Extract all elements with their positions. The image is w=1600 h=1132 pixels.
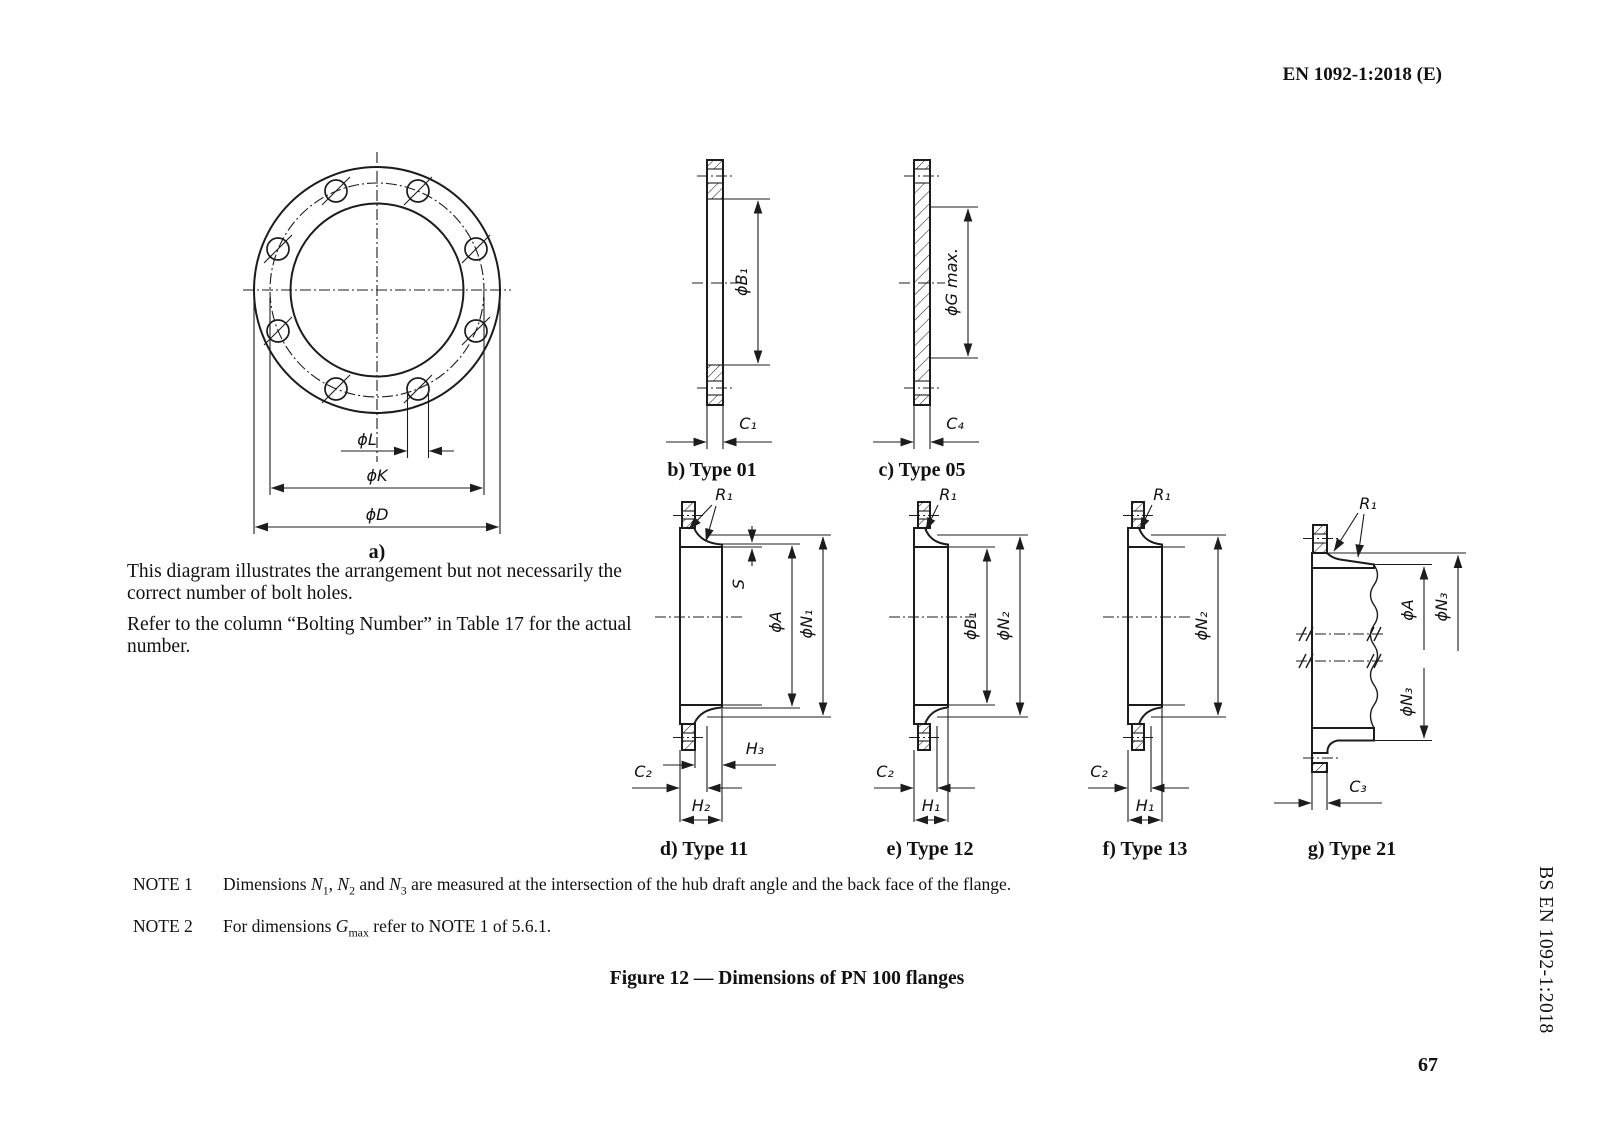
caption-type-05: c) Type 05 xyxy=(878,459,966,481)
dim-label-R1: R₁ xyxy=(1359,494,1377,513)
dim-label-C2: C₂ xyxy=(634,762,652,781)
type13-hub-top xyxy=(1127,527,1163,548)
type21-hub-top xyxy=(1311,552,1375,569)
dim-label-K: ϕK xyxy=(366,466,389,485)
dim-label-S: S xyxy=(729,579,748,589)
flange-outer-circle xyxy=(253,166,501,414)
dim-label-C2: C₂ xyxy=(1090,762,1108,781)
front-view-drawing: ϕL ϕK ϕD xyxy=(243,152,511,534)
dim-label-B1: ϕB₁ xyxy=(961,612,980,640)
dim-label-R1: R₁ xyxy=(939,485,957,504)
dim-label-H2: H₂ xyxy=(692,796,711,815)
bolt-holes xyxy=(263,176,491,404)
dim-label-N1: ϕN₁ xyxy=(797,610,816,639)
dim-label-L: ϕL xyxy=(357,430,376,449)
description-paragraph-1: This diagram illustrates the arrangement… xyxy=(127,561,622,604)
type-21-drawing: R₁ ϕA ϕN₃ ϕN₃ C₃ xyxy=(1274,494,1466,810)
note-1-text: Dimensions N1, N2 and N3 are measured at… xyxy=(223,874,1012,898)
dim-label-N3-bottom: ϕN₃ xyxy=(1397,688,1416,717)
dim-label-D: ϕD xyxy=(366,505,389,524)
type11-hub-top xyxy=(679,527,723,548)
dim-label-G: ϕG max. xyxy=(942,248,961,316)
type21-neck-bottom xyxy=(1311,727,1375,754)
front-view-description: This diagram illustrates the arrangement… xyxy=(127,561,639,667)
dim-label-N2: ϕN₂ xyxy=(994,611,1013,641)
side-standard-label: BS EN 1092-1:2018 xyxy=(1535,866,1556,1034)
caption-type-21: g) Type 21 xyxy=(1307,838,1397,860)
dim-label-H3: H₃ xyxy=(746,739,764,758)
note-1: NOTE 1 Dimensions N1, N2 and N3 are measu… xyxy=(133,874,1011,899)
dim-label-B1: ϕB₁ xyxy=(732,268,751,296)
note-2-text: For dimensions Gmax refer to NOTE 1 of 5… xyxy=(223,916,552,940)
caption-front-view: a) xyxy=(368,541,386,563)
dim-label-C1: C₁ xyxy=(739,414,757,433)
note-2-label: NOTE 2 xyxy=(133,916,193,936)
dim-label-N3-top: ϕN₃ xyxy=(1432,593,1451,622)
document-header: EN 1092-1:2018 (E) xyxy=(1282,64,1442,85)
caption-type-12: e) Type 12 xyxy=(886,838,974,860)
type12-hub-bottom xyxy=(913,704,949,725)
dim-label-H1: H₁ xyxy=(1136,796,1154,815)
description-paragraph-2: Refer to the column “Bolting Number” in … xyxy=(127,614,632,657)
caption-type-01: b) Type 01 xyxy=(667,459,757,481)
figure-caption: Figure 12 — Dimensions of PN 100 flanges xyxy=(609,968,965,989)
caption-type-11: d) Type 11 xyxy=(659,838,749,860)
note-2: NOTE 2 For dimensions Gmax refer to NOTE … xyxy=(133,916,551,941)
type-13-drawing: R₁ ϕN₂ C₂ H₁ xyxy=(1088,485,1226,825)
caption-type-13: f) Type 13 xyxy=(1102,838,1188,860)
dim-label-R1: R₁ xyxy=(1153,485,1171,504)
type-11-drawing: R₁ S ϕA ϕN₁ H₃ xyxy=(632,485,831,825)
dim-label-N2: ϕN₂ xyxy=(1192,611,1211,641)
bolt-circle xyxy=(269,182,485,398)
note-1-label: NOTE 1 xyxy=(133,874,193,894)
type-12-drawing: R₁ ϕB₁ ϕN₂ C₂ H₁ xyxy=(874,485,1028,825)
dim-label-C4: C₄ xyxy=(946,414,964,433)
dim-label-A: ϕA xyxy=(766,611,785,633)
dim-label-R1: R₁ xyxy=(715,485,733,504)
type11-hub-bottom xyxy=(679,704,723,725)
dim-label-C2: C₂ xyxy=(876,762,894,781)
type-01-drawing: ϕB₁ C₁ xyxy=(666,159,772,449)
dim-label-H1: H₁ xyxy=(922,796,940,815)
type-05-drawing: ϕG max. C₄ xyxy=(873,159,979,449)
type21-break-line xyxy=(1369,564,1379,729)
page-number: 67 xyxy=(1418,1054,1438,1076)
type13-hub-bottom xyxy=(1127,704,1163,725)
dim-label-A: ϕA xyxy=(1398,599,1417,621)
flange-bore-circle xyxy=(289,202,465,378)
dim-label-C3: C₃ xyxy=(1349,777,1367,796)
type12-hub-top xyxy=(913,527,949,548)
